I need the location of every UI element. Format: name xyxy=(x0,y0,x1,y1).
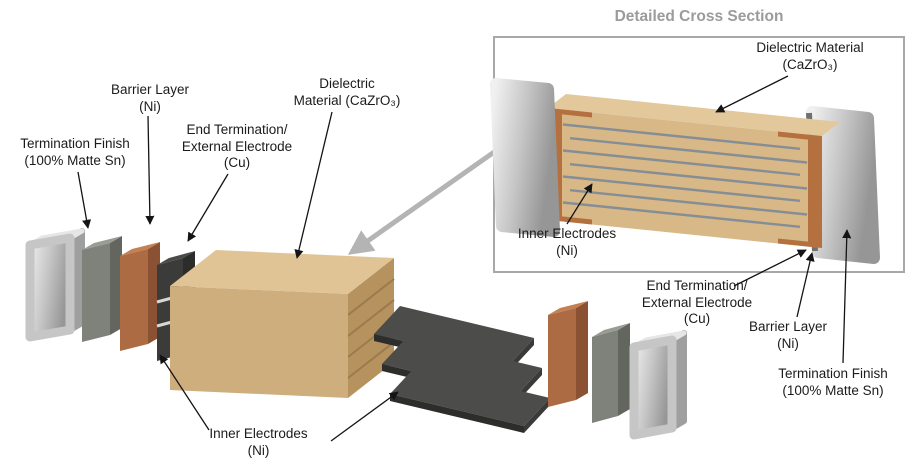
label-barrier-detail: Barrier Layer (Ni) xyxy=(736,319,840,352)
label-line: Termination Finish xyxy=(20,136,130,151)
termination-cap-right xyxy=(629,330,687,440)
label-line: End Termination/ xyxy=(186,122,288,137)
cs-termination-cap-left xyxy=(490,78,560,237)
label-line: (100% Matte Sn) xyxy=(24,152,126,168)
label-end-termination-left: End Termination/ External Electrode (Cu) xyxy=(167,122,307,172)
label-line: Material (CaZrO₃) xyxy=(293,92,401,108)
copper-termination-right xyxy=(548,301,588,407)
label-line: (Cu) xyxy=(223,155,251,171)
label-termination-finish-detail: Termination Finish (100% Matte Sn) xyxy=(754,366,912,399)
label-inner-electrodes-detail: Inner Electrodes (Ni) xyxy=(502,226,632,259)
inner-electrode-sheets-right xyxy=(374,306,550,433)
label-termination-finish-left: Termination Finish (100% Matte Sn) xyxy=(0,136,150,169)
label-barrier-left: Barrier Layer (Ni) xyxy=(95,82,205,115)
label-line: End Termination/ xyxy=(646,278,748,293)
label-line: Barrier Layer xyxy=(748,319,828,334)
label-line: Inner Electrodes xyxy=(209,426,308,441)
label-line: External Electrode xyxy=(641,294,753,310)
copper-termination-left xyxy=(120,242,160,351)
termination-cap-left xyxy=(25,228,85,342)
barrier-slab-left xyxy=(82,236,122,342)
label-end-termination-detail: End Termination/ External Electrode (Cu) xyxy=(627,278,767,328)
overview-arrow xyxy=(347,147,499,255)
label-line: Termination Finish xyxy=(778,366,888,381)
label-line: (Ni) xyxy=(556,242,578,258)
label-line: (CaZrO₃) xyxy=(782,56,838,72)
cross-section-title: Detailed Cross Section xyxy=(614,8,784,25)
cs-inner-electrode-lines xyxy=(562,123,808,228)
label-line: (Ni) xyxy=(777,335,799,351)
cs-copper-right xyxy=(778,131,822,248)
label-line: Inner Electrodes xyxy=(517,226,617,241)
cs-dielectric-top xyxy=(548,94,840,136)
label-arrows-cross-section xyxy=(566,75,852,364)
barrier-slab-right xyxy=(592,323,630,423)
label-line: Dielectric xyxy=(319,76,375,91)
label-line: Barrier Layer xyxy=(110,82,190,97)
label-line: External Electrode xyxy=(181,138,293,154)
exploded-view xyxy=(25,111,687,442)
label-inner-electrodes-main: Inner Electrodes (Ni) xyxy=(186,426,331,459)
cross-section-capacitor xyxy=(490,75,880,364)
label-line: Dielectric Material xyxy=(756,40,864,55)
label-line: (Ni) xyxy=(247,442,270,458)
label-line: (Ni) xyxy=(139,98,161,114)
label-line: (100% Matte Sn) xyxy=(782,382,884,398)
label-arrows-exploded xyxy=(77,111,399,442)
label-line: (Cu) xyxy=(683,311,711,327)
label-dielectric-detail: Dielectric Material (CaZrO₃) xyxy=(728,40,892,73)
label-dielectric-main: Dielectric Material (CaZrO₃) xyxy=(278,76,416,109)
dielectric-block xyxy=(170,250,395,398)
